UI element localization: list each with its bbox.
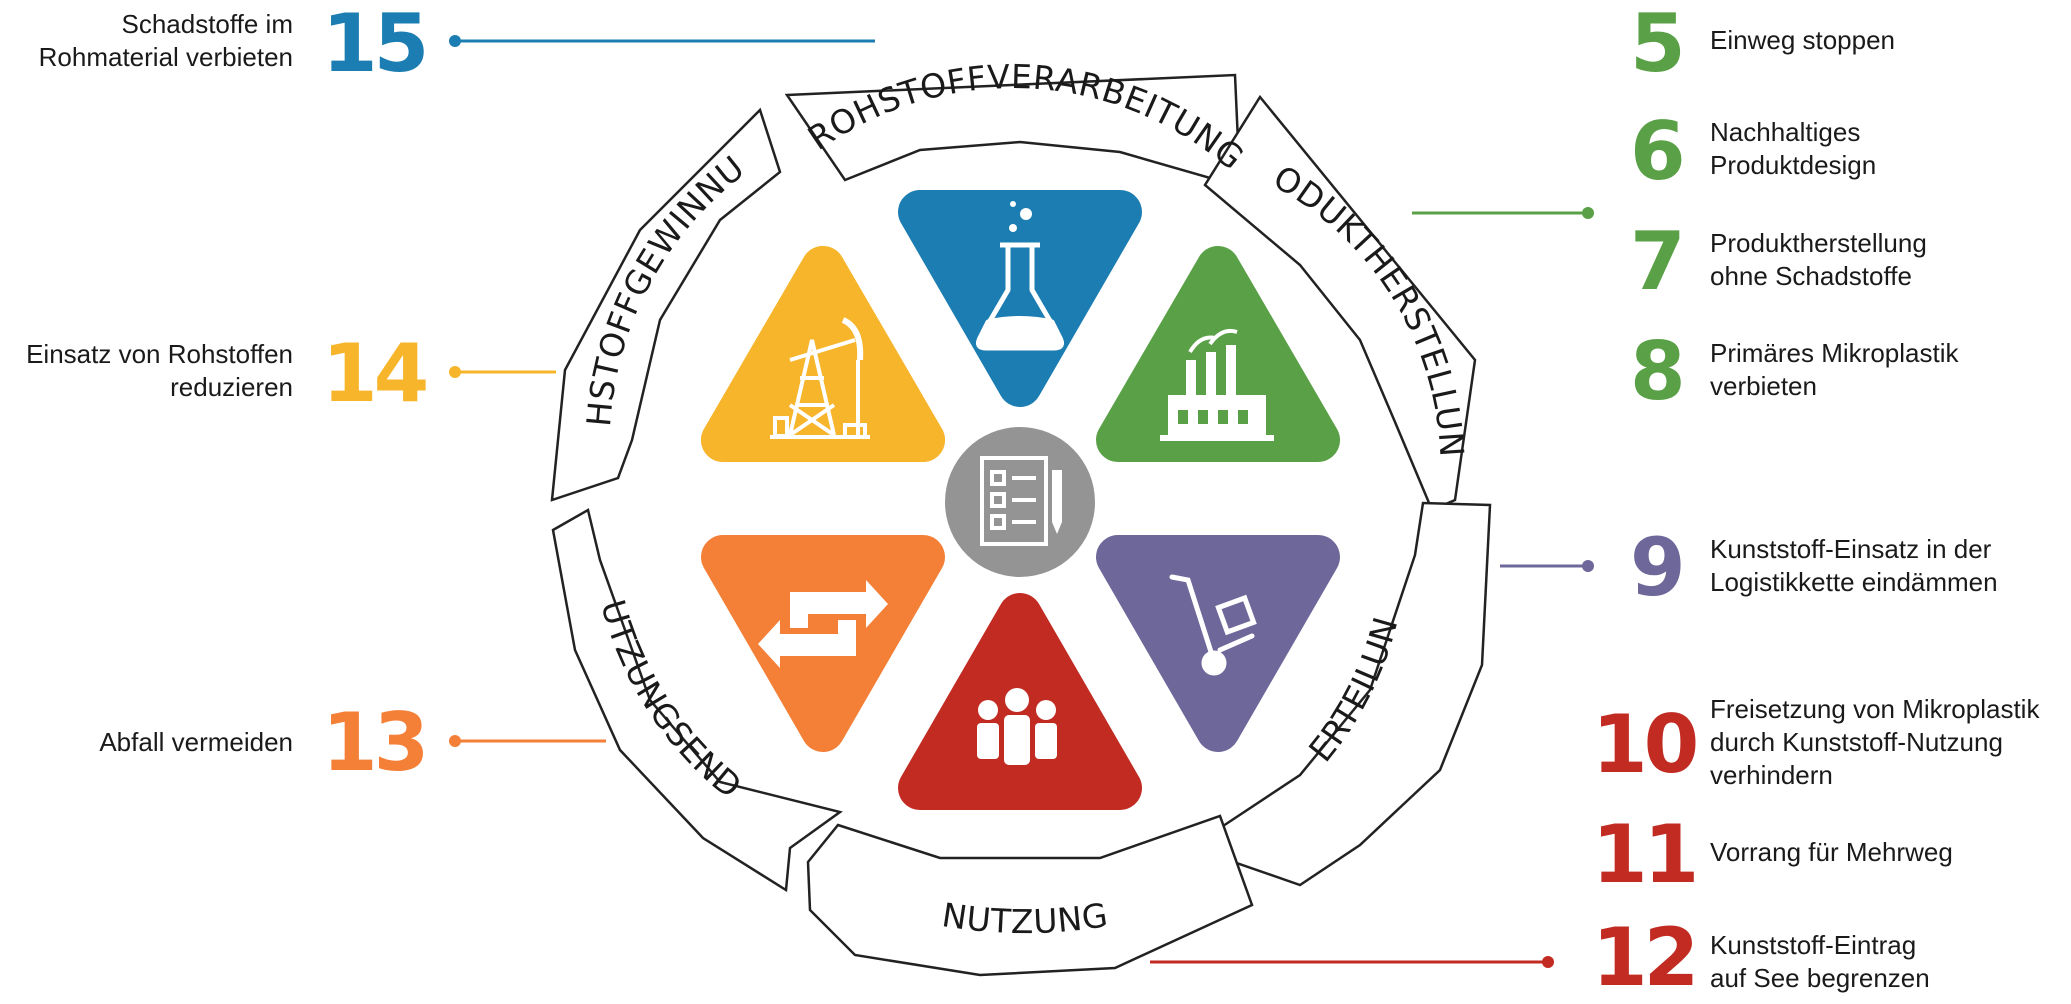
measure-5-label: Einweg stoppen xyxy=(1710,24,1895,57)
lab-flask-icon xyxy=(976,201,1064,351)
measure-6-line-1: Nachhaltiges xyxy=(1710,117,1861,147)
measure-10-number: 10 xyxy=(1592,698,1699,791)
measure-12-label: Kunststoff-Eintrag auf See begrenzen xyxy=(1710,929,1930,995)
measure-12-line-2: auf See begrenzen xyxy=(1710,963,1930,993)
measure-13-label: Abfall vermeiden xyxy=(99,726,293,759)
measure-15-line-1: Schadstoffe im xyxy=(121,9,293,39)
measure-11-line-1: Vorrang für Mehrweg xyxy=(1710,837,1953,867)
measure-6-label: Nachhaltiges Produktdesign xyxy=(1710,116,1876,182)
measure-9-label: Kunststoff-Einsatz in der Logistikkette … xyxy=(1710,533,1998,599)
measure-12-line-1: Kunststoff-Eintrag xyxy=(1710,930,1917,960)
measure-8-line-1: Primäres Mikroplastik xyxy=(1710,338,1959,368)
checklist-icon xyxy=(980,456,1062,546)
measure-11-number: 11 xyxy=(1592,808,1699,901)
stage-triangles xyxy=(701,190,1340,810)
measure-8-number: 8 xyxy=(1630,325,1686,418)
connector-15 xyxy=(449,35,875,47)
ring-segment-rohstoffverarbeitung xyxy=(784,73,1240,182)
oil-pump-icon xyxy=(770,317,870,439)
measure-10-line-1: Freisetzung von Mikroplastik xyxy=(1710,694,2040,724)
connector-13 xyxy=(449,735,606,747)
measure-5-line-1: Einweg stoppen xyxy=(1710,25,1896,55)
triangle-purple xyxy=(1096,535,1340,752)
connector-14 xyxy=(449,366,556,378)
ring-segment-rohstoffgewinnung xyxy=(550,107,782,502)
connector-9 xyxy=(1500,560,1594,572)
hand-truck-icon xyxy=(1169,574,1257,676)
measure-14-line-2: reduzieren xyxy=(170,372,293,402)
measure-13-line-1: Abfall vermeiden xyxy=(99,727,293,757)
connector-5-8 xyxy=(1412,207,1594,219)
measure-13-number: 13 xyxy=(322,696,429,789)
ring-segment-produktherstellung xyxy=(1203,94,1477,512)
measure-14-line-1: Einsatz von Rohstoffen xyxy=(26,339,293,369)
measure-10-line-3: verhindern xyxy=(1710,760,1833,790)
measure-11-label: Vorrang für Mehrweg xyxy=(1710,836,1953,869)
measure-5-number: 5 xyxy=(1630,0,1686,90)
recycle-arrows-icon xyxy=(758,580,888,668)
measure-15-label: Schadstoffe im Rohmaterial verbieten xyxy=(39,8,293,74)
factory-icon xyxy=(1160,328,1274,441)
measure-14-label: Einsatz von Rohstoffen reduzieren xyxy=(26,338,293,404)
measure-7-number: 7 xyxy=(1630,215,1686,308)
measure-9-number: 9 xyxy=(1630,521,1686,614)
measure-7-line-2: ohne Schadstoffe xyxy=(1710,261,1912,291)
measure-12-number: 12 xyxy=(1592,911,1699,1004)
connector-12 xyxy=(1150,956,1554,968)
measure-15-line-2: Rohmaterial verbieten xyxy=(38,42,293,72)
process-ring xyxy=(550,73,1492,977)
measure-14-number: 14 xyxy=(322,327,429,420)
connector-lines xyxy=(449,35,1594,968)
measure-6-number: 6 xyxy=(1630,105,1686,198)
measure-10-label: Freisetzung von Mikroplastik durch Kunst… xyxy=(1710,693,2039,792)
measure-7-line-1: Produktherstellung xyxy=(1710,228,1927,258)
measure-8-line-2: verbieten xyxy=(1710,371,1817,401)
measure-10-line-2: durch Kunststoff-Nutzung xyxy=(1710,727,2003,757)
triangle-yellow-shape xyxy=(701,246,945,462)
measure-8-label: Primäres Mikroplastik verbieten xyxy=(1710,337,1959,403)
people-group-icon xyxy=(977,688,1057,765)
measure-9-line-1: Kunststoff-Einsatz in der xyxy=(1710,534,1992,564)
segment-label-nutzung: NUTZUNG xyxy=(939,895,1110,941)
measure-6-line-2: Produktdesign xyxy=(1710,150,1877,180)
ring-segment-nutzungsende xyxy=(551,508,843,893)
measure-9-line-2: Logistikkette eindämmen xyxy=(1710,567,1998,597)
triangle-blue xyxy=(898,190,1142,407)
ring-segment-nutzung xyxy=(806,814,1254,977)
measure-15-number: 15 xyxy=(322,0,429,90)
measure-7-label: Produktherstellung ohne Schadstoffe xyxy=(1710,227,1927,293)
